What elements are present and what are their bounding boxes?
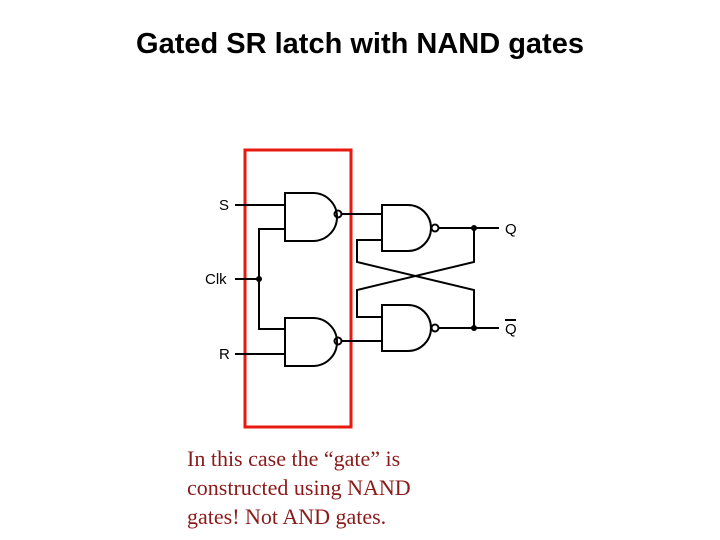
nand-gate-r xyxy=(284,317,338,367)
nand-gate-qbar-bubble xyxy=(430,323,440,333)
clk-label: Clk xyxy=(205,271,227,288)
nand-gate-r-bubble xyxy=(333,336,343,346)
nand-gate-q-bubble xyxy=(430,223,440,233)
r-label: R xyxy=(219,346,230,363)
gate-highlight-box xyxy=(243,148,353,429)
page-title: Gated SR latch with NAND gates xyxy=(136,28,584,60)
s-label: S xyxy=(219,197,229,214)
explanation-note: In this case the “gate” is constructed u… xyxy=(187,444,457,531)
nand-gate-q xyxy=(381,204,432,252)
note-line: constructed using NAND xyxy=(187,475,411,500)
nand-gate-s xyxy=(284,192,338,242)
nand-gate-qbar xyxy=(381,304,432,352)
feedback-q-to-gate4 xyxy=(356,228,475,318)
q-junction-dot xyxy=(471,225,477,231)
clk-upper-branch xyxy=(258,228,285,279)
feedback-qbar-to-gate3 xyxy=(356,239,475,328)
clk-lower-branch xyxy=(258,279,285,330)
note-line: gates! Not AND gates. xyxy=(187,504,387,529)
qbar-junction-dot xyxy=(471,325,477,331)
note-line: In this case the “gate” is xyxy=(187,446,401,471)
qbar-label: Q xyxy=(505,321,517,338)
q-label: Q xyxy=(505,221,517,238)
nand-gate-s-bubble xyxy=(333,209,343,219)
clk-junction-dot xyxy=(256,276,262,282)
